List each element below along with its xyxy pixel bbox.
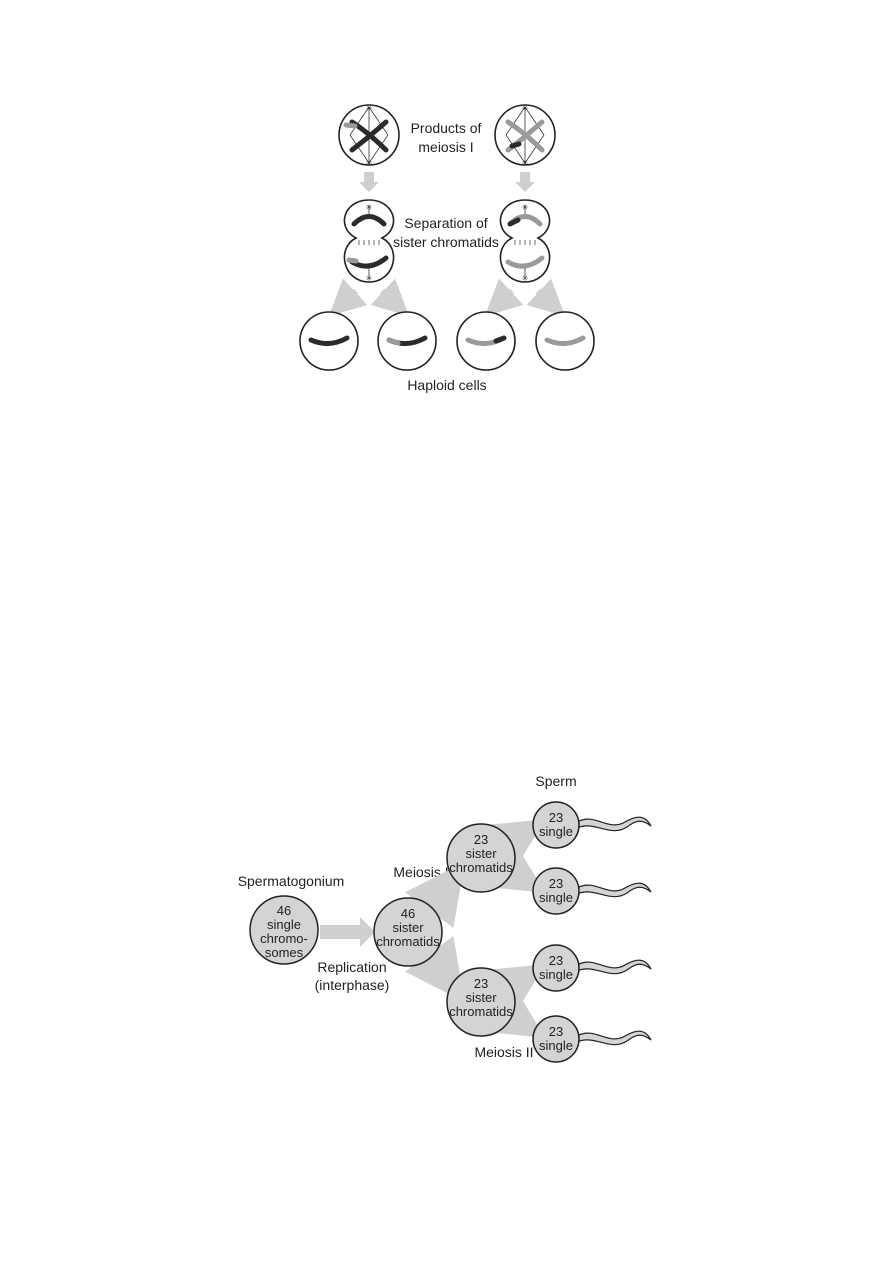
svg-text:23: 23 <box>549 953 563 968</box>
meiosis-ii-figure: ✳ ✳ ✳ ✳ Products of meiosis I <box>299 104 595 393</box>
spermatogonium-label: Spermatogonium <box>238 873 345 889</box>
haploid-cell-4 <box>535 311 595 371</box>
svg-text:ı ı ı ı ı: ı ı ı ı ı <box>358 237 381 247</box>
svg-text:chromo-: chromo- <box>260 931 308 946</box>
sperm-cell-1: 23 single <box>532 801 652 849</box>
haploid-cell-1 <box>299 311 359 371</box>
svg-text:✳: ✳ <box>366 274 373 283</box>
spermatogenesis-figure: Spermatogonium Sperm Meiosis I Meiosis I… <box>238 773 652 1063</box>
svg-text:✳: ✳ <box>522 159 529 168</box>
down-arrow-right <box>515 172 535 192</box>
svg-text:✳: ✳ <box>366 203 373 212</box>
svg-text:single: single <box>539 890 573 905</box>
svg-text:single: single <box>267 917 301 932</box>
svg-text:46: 46 <box>401 906 415 921</box>
separation-label-line2: sister chromatids <box>393 234 499 250</box>
svg-text:chromatids: chromatids <box>376 934 440 949</box>
products-label-line1: Products of <box>411 120 482 136</box>
sperm-cell-3: 23 single <box>532 944 652 992</box>
meiosis-ii-arrow-1 <box>491 819 546 866</box>
meiosis-ii-arrow-3 <box>491 964 546 1011</box>
svg-text:✳: ✳ <box>366 104 373 113</box>
replication-label-line1: Replication <box>317 959 386 975</box>
products-label-line2: meiosis I <box>418 139 473 155</box>
diag-arrow-3 <box>484 278 524 317</box>
secondary-cell-bottom: 23 sister chromatids <box>446 967 516 1037</box>
diag-arrow-2 <box>370 278 410 317</box>
svg-text:23: 23 <box>474 832 488 847</box>
secondary-cell-top: 23 sister chromatids <box>446 823 516 893</box>
svg-text:chromatids: chromatids <box>449 1004 513 1019</box>
haploid-cell-2 <box>377 311 437 371</box>
meiosis-ii-label: Meiosis II <box>474 1044 533 1060</box>
haploid-cell-3 <box>456 311 516 371</box>
haploid-label: Haploid cells <box>407 377 486 393</box>
svg-text:✳: ✳ <box>522 104 529 113</box>
svg-text:single: single <box>539 824 573 839</box>
svg-text:somes: somes <box>265 945 304 960</box>
spermatogonium-cell: 46 single chromo- somes <box>249 895 319 965</box>
svg-text:✳: ✳ <box>366 159 373 168</box>
replication-label-line2: (interphase) <box>315 977 390 993</box>
svg-text:✳: ✳ <box>522 203 529 212</box>
replication-arrow <box>320 917 375 947</box>
meiosis-i-arrow-down <box>405 936 465 1003</box>
meiosis-i-product-cell-right: ✳ ✳ <box>494 104 556 168</box>
svg-text:sister: sister <box>392 920 424 935</box>
svg-text:sister: sister <box>465 990 497 1005</box>
svg-text:23: 23 <box>474 976 488 991</box>
svg-text:23: 23 <box>549 876 563 891</box>
sperm-cell-4: 23 single <box>532 1015 652 1063</box>
down-arrow-left <box>359 172 379 192</box>
sperm-cell-2: 23 single <box>532 867 652 915</box>
svg-text:single: single <box>539 967 573 982</box>
meiosis-i-arrow-up <box>405 861 465 928</box>
svg-text:46: 46 <box>277 903 291 918</box>
svg-text:✳: ✳ <box>522 274 529 283</box>
svg-text:chromatids: chromatids <box>449 860 513 875</box>
svg-text:sister: sister <box>465 846 497 861</box>
meiosis-i-label: Meiosis I <box>393 864 448 880</box>
separation-label-line1: Separation of <box>404 215 487 231</box>
svg-text:23: 23 <box>549 810 563 825</box>
sperm-label: Sperm <box>535 773 576 789</box>
replicated-cell: 46 sister chromatids <box>373 897 443 967</box>
svg-text:single: single <box>539 1038 573 1053</box>
dividing-cell-right: ✳ ✳ ı ı ı ı ı <box>499 199 551 283</box>
diag-arrow-1 <box>328 278 368 317</box>
diag-arrow-4 <box>526 278 566 317</box>
svg-text:ı ı ı ı ı: ı ı ı ı ı <box>514 237 537 247</box>
meiosis-i-product-cell-left: ✳ ✳ <box>338 104 400 168</box>
dividing-cell-left: ✳ ✳ ı ı ı ı ı <box>343 199 395 283</box>
svg-text:23: 23 <box>549 1024 563 1039</box>
